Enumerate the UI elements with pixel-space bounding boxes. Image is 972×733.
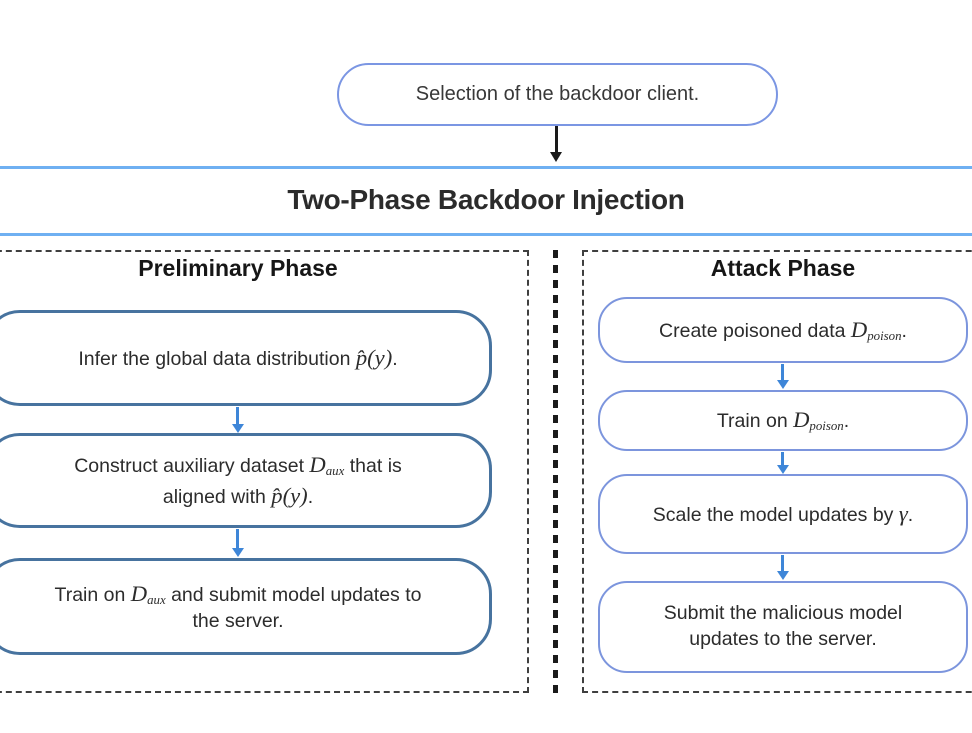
preliminary-step-3-label: Train on Daux and submit model updates t…: [54, 580, 422, 632]
selection-client-label: Selection of the backdoor client.: [415, 83, 700, 105]
arrow-head: [550, 152, 562, 162]
down-arrow-icon: [776, 555, 789, 580]
arrow-head: [776, 571, 789, 580]
arrow-stem: [781, 452, 784, 465]
arrow-stem: [781, 364, 784, 380]
attack-phase-header: Attack Phase: [710, 255, 856, 281]
arrow-head: [776, 465, 789, 474]
attack-phase-panel: [582, 250, 972, 693]
down-arrow-icon: [231, 529, 244, 557]
banner-bottom-line: [0, 233, 972, 236]
attack-step-2-label: Train on Dpoison.: [716, 407, 850, 434]
arrow-head: [776, 380, 789, 389]
down-arrow-icon: [776, 364, 789, 389]
preliminary-phase-header: Preliminary Phase: [138, 255, 338, 281]
arrow-stem: [781, 555, 784, 571]
attack-step-3: Scale the model updates by γ.: [598, 474, 968, 554]
preliminary-step-2: Construct auxiliary dataset Daux that is…: [0, 433, 492, 528]
down-arrow-icon: [231, 407, 244, 433]
attack-step-3-label: Scale the model updates by γ.: [652, 501, 914, 527]
preliminary-step-1-label: Infer the global data distribution p̂(y)…: [78, 345, 398, 371]
selection-client-box: Selection of the backdoor client.: [337, 63, 778, 126]
down-arrow-icon: [776, 452, 789, 474]
banner-top-line: [0, 166, 972, 169]
attack-step-1: Create poisoned data Dpoison.: [598, 297, 968, 363]
banner-title: Two-Phase Backdoor Injection: [287, 184, 685, 215]
preliminary-phase-panel: [0, 250, 529, 693]
arrow-head: [231, 424, 244, 433]
arrow-stem: [236, 407, 239, 424]
preliminary-step-3: Train on Daux and submit model updates t…: [0, 558, 492, 655]
arrow-head: [231, 548, 244, 557]
arrow-stem: [236, 529, 239, 548]
down-arrow-icon: [549, 126, 563, 162]
arrow-stem: [554, 126, 558, 152]
preliminary-step-2-label: Construct auxiliary dataset Daux that is…: [74, 452, 402, 508]
phase-divider: [553, 250, 558, 693]
attack-step-1-label: Create poisoned data Dpoison.: [659, 316, 907, 344]
attack-step-2: Train on Dpoison.: [598, 390, 968, 451]
preliminary-step-1: Infer the global data distribution p̂(y)…: [0, 310, 492, 406]
